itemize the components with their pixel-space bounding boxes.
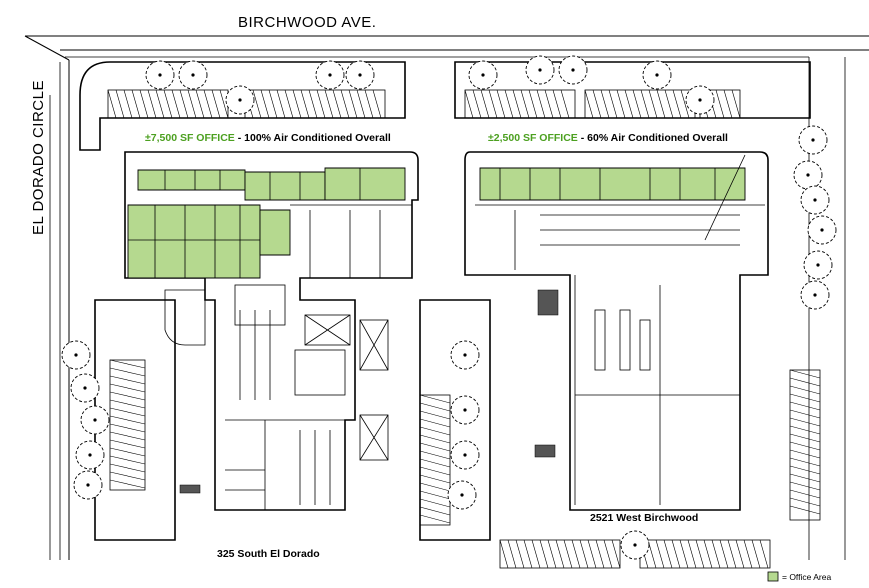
legend-label: = Office Area (782, 572, 831, 582)
tree-icon (178, 60, 208, 90)
trees (61, 55, 837, 560)
east-office-area: ±2,500 SF OFFICE (488, 132, 578, 144)
tree-icon (73, 470, 103, 500)
street-label-left: EL DORADO CIRCLE (30, 80, 47, 235)
road-lines (24, 35, 869, 560)
tree-icon (642, 60, 672, 90)
tree-icon (620, 530, 650, 560)
tree-icon (807, 215, 837, 245)
legend-swatch (767, 571, 779, 582)
tree-icon (558, 55, 588, 85)
west-ac-note: 100% Air Conditioned Overall (244, 132, 391, 144)
east-building-name: 2521 West Birchwood (590, 512, 698, 524)
tree-icon (793, 160, 823, 190)
building-east (179, 151, 769, 511)
tree-icon (798, 125, 828, 155)
tree-icon (450, 440, 480, 470)
tree-icon (447, 480, 477, 510)
parking-stripes (107, 89, 821, 569)
east-ac-note: 60% Air Conditioned Overall (587, 132, 728, 144)
tree-icon (61, 340, 91, 370)
tree-icon (145, 60, 175, 90)
tree-icon (800, 280, 830, 310)
tree-icon (345, 60, 375, 90)
street-label-top: BIRCHWOOD AVE. (238, 14, 376, 31)
east-office-heading: ±2,500 SF OFFICE - 60% Air Conditioned O… (488, 132, 728, 144)
tree-icon (315, 60, 345, 90)
tree-icon (803, 250, 833, 280)
west-office-heading: ±7,500 SF OFFICE - 100% Air Conditioned … (145, 132, 391, 144)
tree-icon (450, 340, 480, 370)
tree-icon (75, 440, 105, 470)
tree-icon (685, 85, 715, 115)
west-office-area: ±7,500 SF OFFICE (145, 132, 235, 144)
tree-icon (468, 60, 498, 90)
tree-icon (80, 405, 110, 435)
tree-icon (70, 373, 100, 403)
tree-icon (800, 185, 830, 215)
west-building-name: 325 South El Dorado (217, 548, 320, 560)
tree-icon (225, 85, 255, 115)
building-west (124, 151, 419, 511)
east-office-separator: - (578, 132, 587, 144)
west-office-separator: - (235, 132, 244, 144)
tree-icon (525, 55, 555, 85)
tree-icon (450, 395, 480, 425)
